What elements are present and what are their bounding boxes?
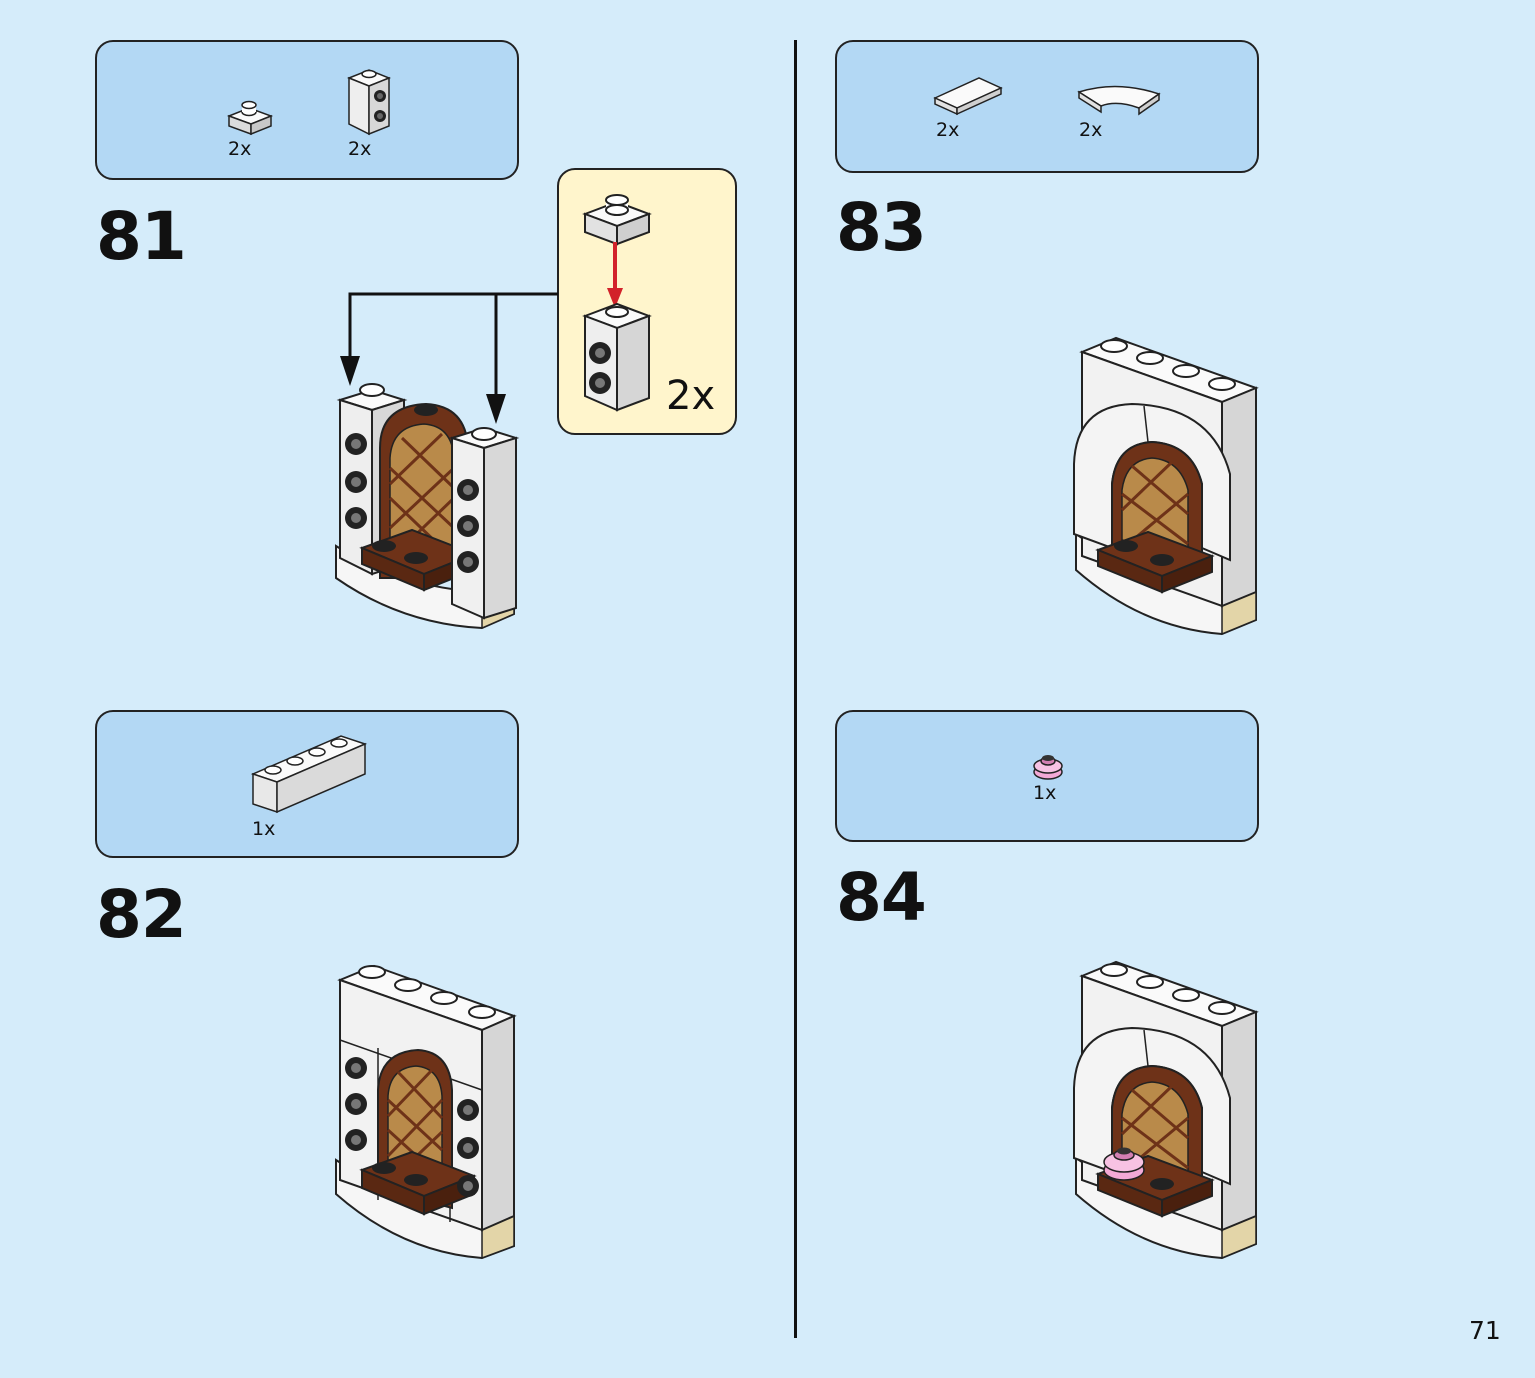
red-assembly-arrow <box>607 242 623 308</box>
part-qty: 1x <box>252 818 276 840</box>
model-step-82 <box>335 964 517 1260</box>
placement-arrows <box>340 292 558 424</box>
step-number-84: 84 <box>836 859 927 936</box>
parts-box-step-84: 1x <box>835 710 1259 842</box>
parts-box-step-82: 1x <box>95 710 519 858</box>
plate-1x1-icon <box>226 100 274 136</box>
curved-tile-icon <box>1077 85 1161 116</box>
part-qty: 2x <box>228 138 252 160</box>
brick-1x1-studs-side-icon <box>582 302 652 412</box>
model-step-81 <box>335 383 520 630</box>
callout-qty: 2x <box>666 373 716 419</box>
page-number: 71 <box>1469 1316 1501 1345</box>
tile-1x2-icon <box>933 77 1003 116</box>
parts-box-step-81: 2x 2x <box>95 40 519 180</box>
part-qty: 1x <box>1033 782 1057 804</box>
pink-flower-plate-icon <box>1033 755 1063 780</box>
model-step-83 <box>1073 336 1259 636</box>
parts-box-step-83: 2x 2x <box>835 40 1259 173</box>
part-qty: 2x <box>1079 119 1103 141</box>
step-number-83: 83 <box>836 189 927 266</box>
plate-1x1-icon <box>582 194 652 246</box>
step-number-82: 82 <box>96 876 187 953</box>
part-qty: 2x <box>348 138 372 160</box>
column-divider <box>794 40 797 1338</box>
brick-1x1-studs-side-icon <box>346 69 392 136</box>
brick-1x4-icon <box>250 735 368 814</box>
step-number-81: 81 <box>96 198 187 275</box>
sub-assembly-callout: 2x <box>557 168 737 435</box>
part-qty: 2x <box>936 119 960 141</box>
model-step-84 <box>1073 960 1259 1260</box>
